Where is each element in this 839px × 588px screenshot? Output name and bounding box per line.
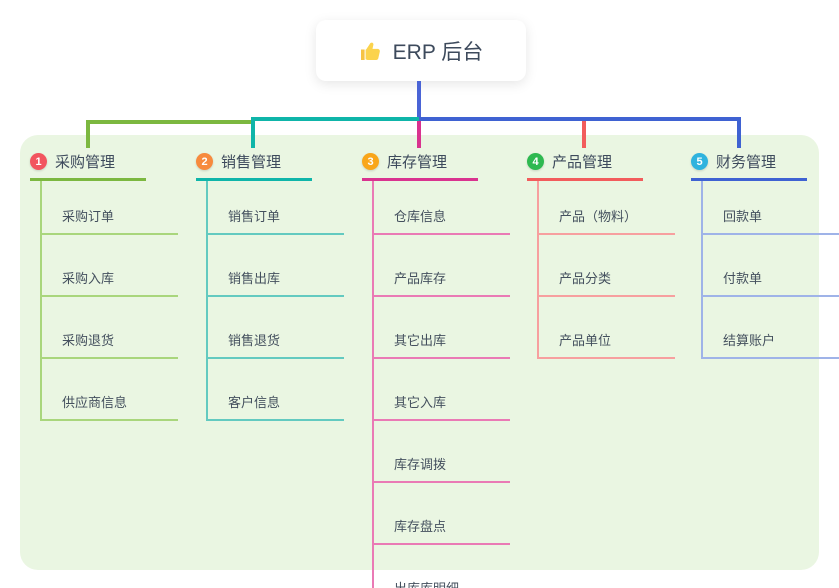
child-node[interactable]: 产品分类 [539, 235, 675, 297]
child-node-label: 采购入库 [62, 271, 115, 286]
branch-children: 回款单付款单结算账户 [701, 181, 839, 359]
child-node-label: 销售出库 [228, 271, 281, 286]
child-node[interactable]: 付款单 [703, 235, 839, 297]
thumbs-up-icon [359, 39, 383, 63]
child-node-label: 销售退货 [228, 333, 281, 348]
child-node[interactable]: 采购退货 [42, 297, 178, 359]
branch-label: 采购管理 [55, 154, 116, 171]
branch-number-badge: 3 [362, 153, 379, 170]
child-node-label: 产品库存 [394, 271, 447, 286]
connector-branch-drop [251, 117, 255, 148]
branch-number-badge: 1 [30, 153, 47, 170]
child-node[interactable]: 其它出库 [374, 297, 510, 359]
branch-number-badge: 4 [527, 153, 544, 170]
child-node-label: 采购退货 [62, 333, 115, 348]
child-node-label: 回款单 [723, 209, 763, 224]
connector-root-stem [417, 81, 421, 121]
branch-header[interactable]: 5 财务管理 [691, 148, 807, 181]
branch-number-badge: 2 [196, 153, 213, 170]
branch-header[interactable]: 3 库存管理 [362, 148, 478, 181]
child-node[interactable]: 仓库信息 [374, 181, 510, 235]
root-node-label: ERP 后台 [392, 40, 484, 64]
child-node-label: 产品单位 [559, 333, 612, 348]
connector-branch-drop [86, 120, 90, 148]
child-node-label: 库存盘点 [394, 519, 447, 534]
root-node[interactable]: ERP 后台 [316, 20, 526, 81]
child-node-label: 销售订单 [228, 209, 281, 224]
child-node-label: 付款单 [723, 271, 763, 286]
child-node[interactable]: 结算账户 [703, 297, 839, 359]
branch-label: 财务管理 [716, 154, 777, 171]
branch-1: 1 采购管理采购订单采购入库采购退货供应商信息 [30, 148, 178, 421]
branch-label: 库存管理 [387, 154, 448, 171]
child-node-label: 其它出库 [394, 333, 447, 348]
child-node[interactable]: 其它入库 [374, 359, 510, 421]
child-node-label: 采购订单 [62, 209, 115, 224]
child-node[interactable]: 库存盘点 [374, 483, 510, 545]
branch-4: 4 产品管理产品（物料） 产品分类产品单位 [527, 148, 675, 359]
child-node[interactable]: 回款单 [703, 181, 839, 235]
connector-bus-segment [251, 117, 421, 121]
child-node-label: 产品（物料） [559, 209, 638, 224]
child-node-label: 库存调拨 [394, 457, 447, 472]
connector-bus-segment [419, 117, 741, 121]
child-node-label: 供应商信息 [62, 395, 128, 410]
branch-label: 销售管理 [221, 154, 282, 171]
branch-header[interactable]: 4 产品管理 [527, 148, 643, 181]
child-node[interactable]: 出库库明细 [374, 545, 510, 588]
branch-children: 产品（物料） 产品分类产品单位 [537, 181, 675, 359]
child-node-label: 出库库明细 [394, 581, 459, 588]
branch-children: 采购订单采购入库采购退货供应商信息 [40, 181, 178, 421]
connector-branch-drop [417, 121, 421, 148]
branches-background-panel [20, 135, 819, 570]
connector-branch-drop [737, 117, 741, 148]
branch-header[interactable]: 1 采购管理 [30, 148, 146, 181]
child-node[interactable]: 产品单位 [539, 297, 675, 359]
child-node[interactable]: 产品（物料） [539, 181, 675, 235]
child-node-label: 产品分类 [559, 271, 612, 286]
child-node-label: 结算账户 [723, 333, 776, 348]
branch-3: 3 库存管理仓库信息产品库存其它出库其它入库库存调拨库存盘点出库库明细 [362, 148, 510, 588]
child-node[interactable]: 销售订单 [208, 181, 344, 235]
child-node-label: 仓库信息 [394, 209, 447, 224]
branch-children: 仓库信息产品库存其它出库其它入库库存调拨库存盘点出库库明细 [372, 181, 510, 588]
child-node[interactable]: 库存调拨 [374, 421, 510, 483]
child-node[interactable]: 销售退货 [208, 297, 344, 359]
branch-children: 销售订单销售出库销售退货客户信息 [206, 181, 344, 421]
connector-bus-segment [86, 120, 255, 124]
child-node[interactable]: 采购入库 [42, 235, 178, 297]
branch-number-badge: 5 [691, 153, 708, 170]
child-node-label: 其它入库 [394, 395, 447, 410]
connector-branch-drop [582, 121, 586, 148]
branch-header[interactable]: 2 销售管理 [196, 148, 312, 181]
child-node-label: 客户信息 [228, 395, 281, 410]
child-node[interactable]: 销售出库 [208, 235, 344, 297]
child-node[interactable]: 产品库存 [374, 235, 510, 297]
child-node[interactable]: 客户信息 [208, 359, 344, 421]
branch-2: 2 销售管理销售订单销售出库销售退货客户信息 [196, 148, 344, 421]
branch-5: 5 财务管理回款单付款单结算账户 [691, 148, 839, 359]
child-node[interactable]: 采购订单 [42, 181, 178, 235]
child-node[interactable]: 供应商信息 [42, 359, 178, 421]
branch-label: 产品管理 [552, 154, 613, 171]
